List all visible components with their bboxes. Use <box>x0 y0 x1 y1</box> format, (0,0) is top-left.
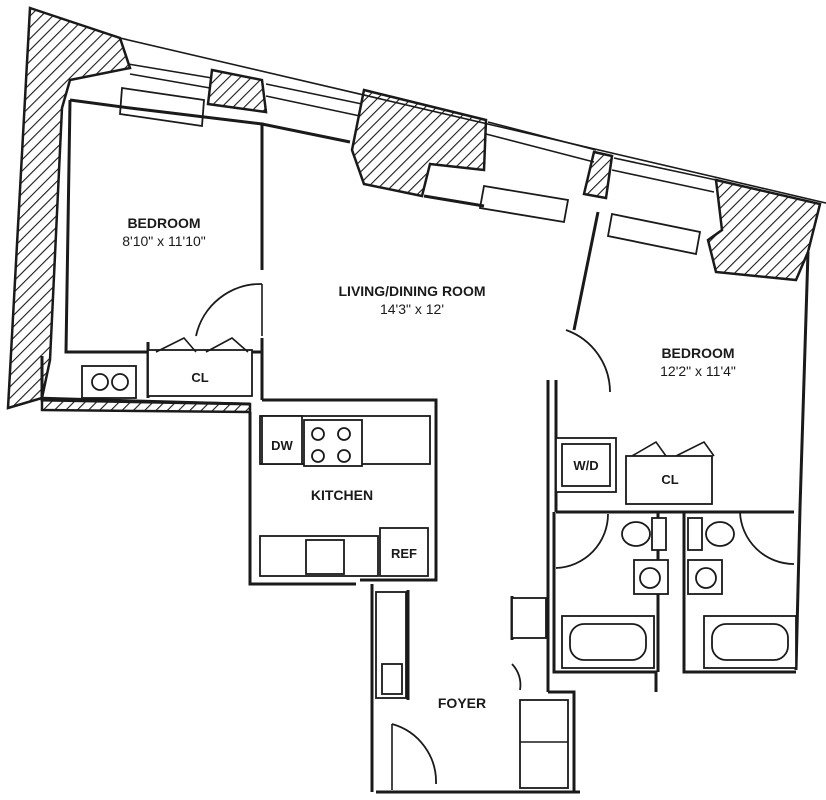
closet-right-label: CL <box>661 472 678 487</box>
foyer-closets <box>375 591 569 789</box>
windows <box>119 37 826 204</box>
refrigerator-label: REF <box>391 546 417 561</box>
bedroom-sink <box>81 365 137 399</box>
kitchen-fixtures <box>259 415 431 577</box>
bedroom-left-label: BEDROOM <box>127 215 200 231</box>
bedroom-right-dims: 12'2" x 11'4" <box>660 363 736 379</box>
dishwasher-label: DW <box>271 438 293 453</box>
pillar-right <box>706 178 822 282</box>
doors <box>195 283 795 790</box>
closet-left-label: CL <box>191 370 208 385</box>
washer-dryer-label: W/D <box>573 458 598 473</box>
pillar-2 <box>350 88 488 198</box>
radiators <box>119 86 702 256</box>
room-labels: BEDROOM 8'10" x 11'10" LIVING/DINING ROO… <box>122 215 736 711</box>
bedroom-left-dims: 8'10" x 11'10" <box>122 233 206 249</box>
kitchen-label: KITCHEN <box>311 487 373 503</box>
exterior-walls <box>6 6 822 414</box>
pillar-1 <box>206 68 268 114</box>
interior-walls <box>40 98 810 794</box>
living-dining-label: LIVING/DINING ROOM <box>339 283 486 299</box>
pillar-3 <box>582 150 614 200</box>
closets <box>147 337 715 505</box>
foyer-label: FOYER <box>438 695 486 711</box>
washer-dryer <box>555 437 617 493</box>
bedroom-right-label: BEDROOM <box>661 345 734 361</box>
bathrooms <box>561 517 797 669</box>
living-dining-dims: 14'3" x 12' <box>380 301 444 317</box>
left-exterior-wall <box>6 6 132 410</box>
